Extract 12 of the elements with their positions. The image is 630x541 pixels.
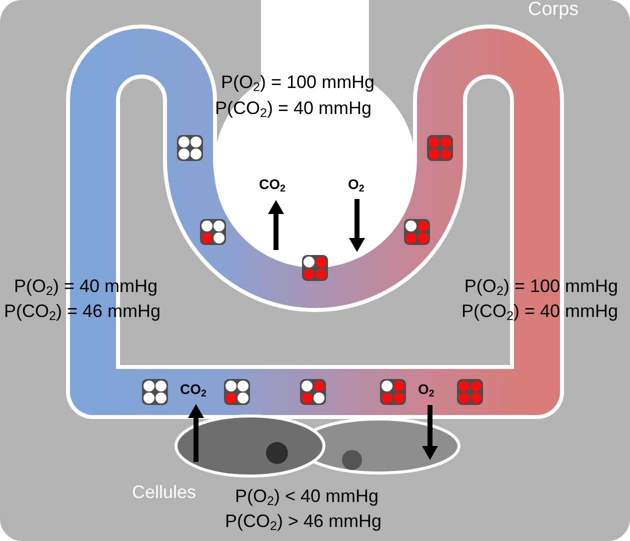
pressure-text: P(O$_{2}$) = 100 mmHg	[221, 72, 375, 95]
pressure-text: P(O$_{2}$) = 100 mmHg	[464, 276, 618, 299]
pressure-text: P(O$_{2}$) = 40 mmHg	[14, 276, 158, 299]
gas-label: O$_{2}$	[418, 381, 434, 400]
heading: Cellules	[132, 482, 196, 503]
heading: Corps	[528, 0, 579, 21]
gas-label: O$_{2}$	[348, 176, 364, 195]
pressure-text: P(O$_{2}$) < 40 mmHg	[235, 486, 379, 509]
gas-label: CO$_{2}$	[259, 176, 286, 195]
pressure-text: P(CO$_{2}$) > 46 mmHg	[225, 511, 382, 534]
pressure-text: P(CO$_{2}$) = 40 mmHg	[215, 98, 372, 121]
gas-label: CO$_{2}$	[180, 381, 206, 400]
